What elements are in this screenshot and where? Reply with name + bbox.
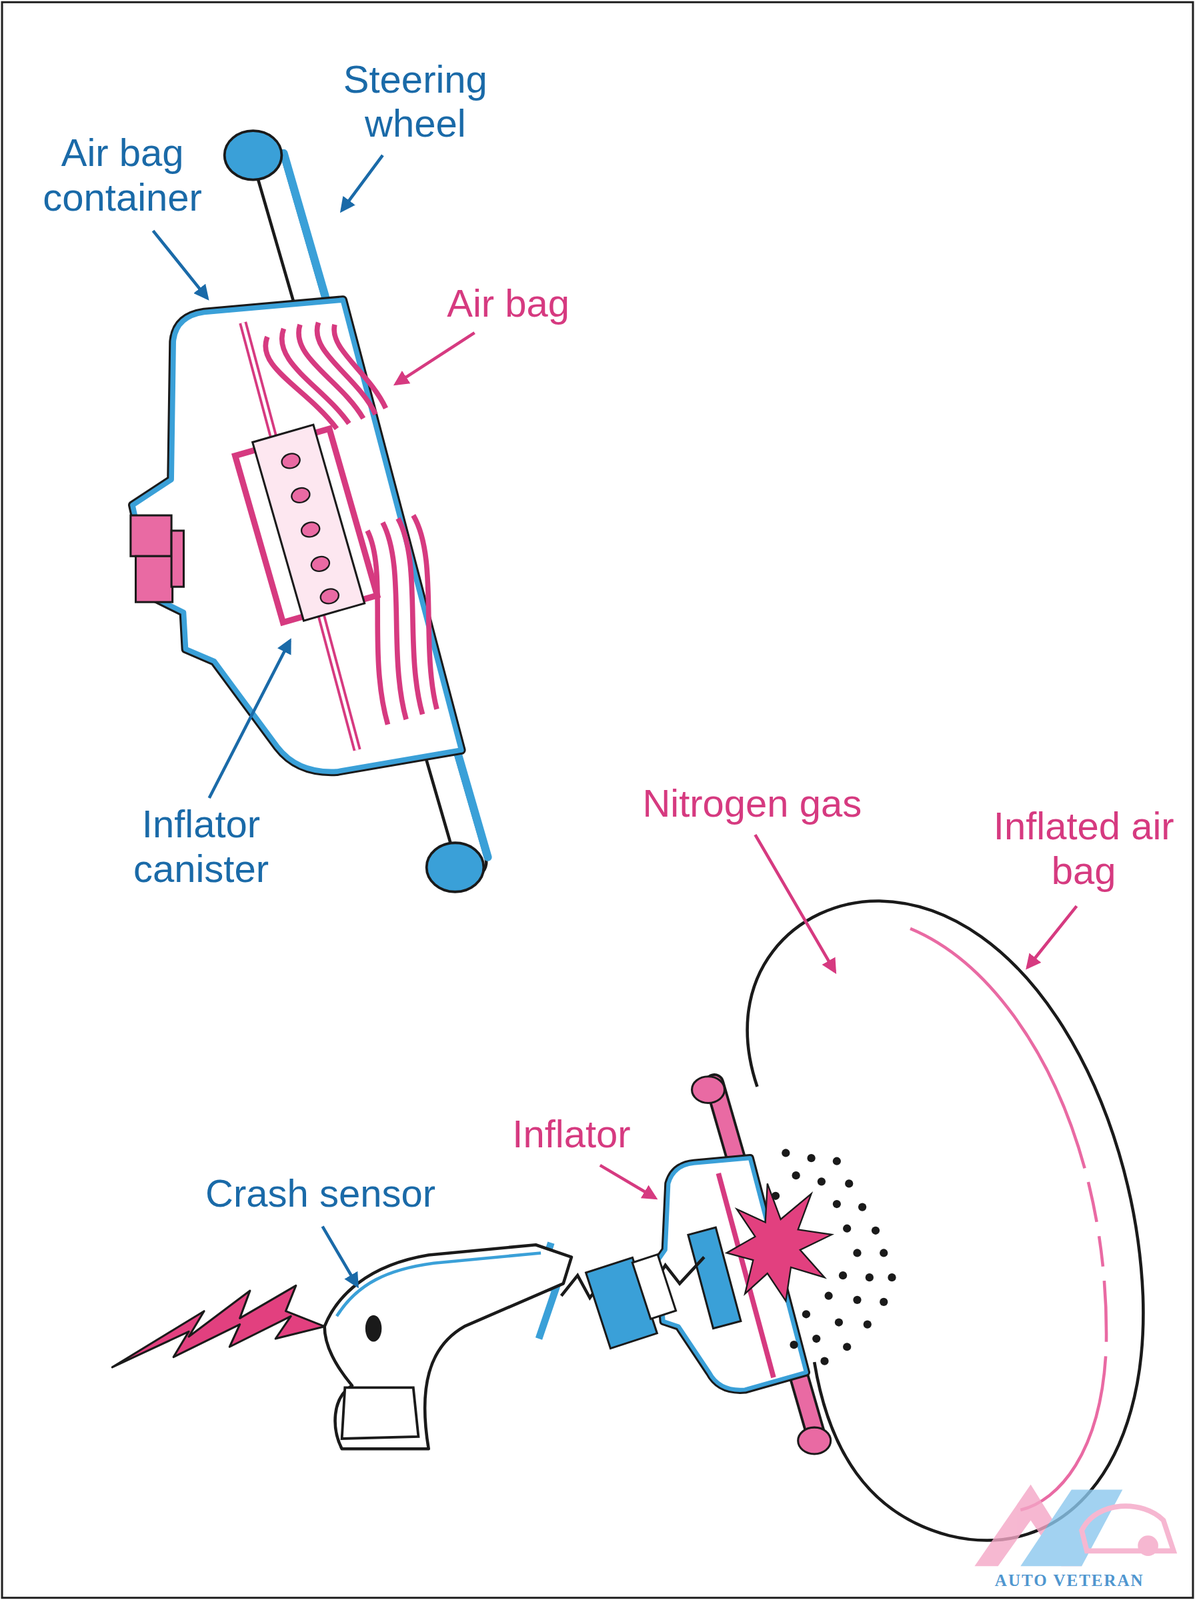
part-label: Nitrogen gas (642, 781, 862, 827)
airbag-container (132, 300, 462, 772)
part-label: Crash sensor (205, 1171, 436, 1217)
inflated-airbag (747, 900, 1144, 1541)
explosion (726, 1183, 833, 1302)
impact-bolt (112, 1285, 325, 1368)
wire-connector (130, 515, 185, 603)
watermark-logo (974, 1485, 1173, 1567)
steering-wheel (224, 130, 489, 893)
inflator-canister (232, 420, 379, 627)
nitrogen-dots (771, 1148, 897, 1366)
leader-lines (153, 155, 1077, 1287)
crash-sensor (324, 1245, 572, 1450)
part-label: Steering wheel (313, 57, 518, 147)
part-label: Inflated air bag (991, 804, 1175, 893)
watermark: AUTO VETERAN (994, 1571, 1145, 1592)
part-label: Air bag (446, 281, 570, 327)
part-label: Inflator canister (104, 802, 299, 891)
part-label: Air bag container (15, 130, 230, 220)
part-label: Inflator (512, 1112, 631, 1157)
